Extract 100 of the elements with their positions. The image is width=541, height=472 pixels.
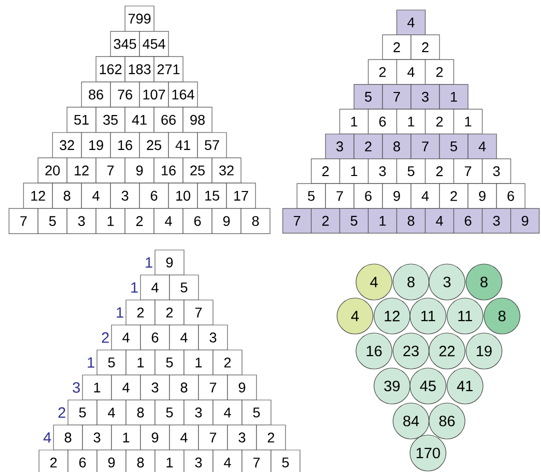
number-cell: 9 bbox=[382, 183, 412, 209]
number-cell: 6 bbox=[182, 208, 212, 234]
number-cell: 3 bbox=[66, 208, 96, 234]
number-cell: 5 bbox=[154, 400, 184, 426]
number-cell: 41 bbox=[124, 106, 154, 133]
number-cell: 2 bbox=[354, 134, 383, 160]
number-cell: 6 bbox=[354, 183, 383, 209]
number-cell: 1 bbox=[339, 158, 369, 184]
number-cell: 19 bbox=[81, 132, 111, 158]
number-cell: 5 bbox=[296, 183, 326, 209]
number-cell: 25 bbox=[182, 158, 212, 184]
number-cell: 5 bbox=[154, 350, 184, 376]
number-cell: 5 bbox=[339, 208, 369, 234]
number-cell: 8 bbox=[52, 182, 82, 209]
number-cell: 2 bbox=[126, 300, 156, 326]
number-cell: 10 bbox=[168, 182, 198, 209]
number-cell: 3 bbox=[82, 424, 112, 450]
number-cell: 3 bbox=[227, 424, 257, 450]
number-cell: 107 bbox=[139, 82, 169, 108]
number-cell: 4 bbox=[424, 208, 454, 234]
number-cell: 2 bbox=[424, 59, 454, 85]
number-cell: 9 bbox=[212, 208, 242, 234]
number-cell: 1 bbox=[396, 108, 426, 134]
side-number: 1 bbox=[88, 357, 94, 368]
number-cell: 3 bbox=[368, 158, 398, 184]
number-cell: 4 bbox=[212, 450, 242, 472]
number-cell: 6 bbox=[68, 450, 98, 472]
number-cell: 3 bbox=[140, 374, 170, 400]
number-cell: 2 bbox=[310, 208, 340, 234]
number-cell: 32 bbox=[52, 132, 82, 158]
number-cell: 1 bbox=[96, 208, 126, 234]
number-cell: 5 bbox=[242, 400, 272, 426]
number-cell: 2 bbox=[368, 59, 398, 85]
number-cell: 4 bbox=[396, 59, 426, 85]
number-cell: 7 bbox=[96, 158, 126, 184]
number-cell: 3 bbox=[184, 400, 214, 426]
number-cell: 6 bbox=[140, 324, 170, 350]
number-cell: 12 bbox=[66, 158, 96, 184]
number-cell: 1 bbox=[154, 450, 184, 472]
number-cell: 8 bbox=[240, 208, 270, 234]
side-number: 2 bbox=[102, 332, 109, 343]
number-cell: 1 bbox=[82, 374, 112, 400]
number-cell: 5 bbox=[270, 450, 300, 472]
number-cell: 3 bbox=[325, 134, 354, 160]
number-cell: 4 bbox=[154, 208, 184, 234]
number-cell: 5 bbox=[396, 158, 426, 184]
number-cell: 7 bbox=[8, 208, 38, 234]
number-cell: 6 bbox=[453, 208, 483, 234]
number-cell: 16 bbox=[110, 132, 140, 158]
number-cell: 5 bbox=[68, 400, 98, 426]
number-cell: 25 bbox=[139, 132, 169, 158]
number-cell: 2 bbox=[38, 450, 68, 472]
number-cell: 9 bbox=[140, 424, 170, 450]
number-cell: 3 bbox=[410, 84, 440, 110]
number-cell: 8 bbox=[396, 208, 426, 234]
number-cell: 3 bbox=[198, 324, 228, 350]
number-cell: 2 bbox=[124, 208, 154, 234]
number-cell: 7 bbox=[198, 424, 228, 450]
number-cell: 15 bbox=[197, 182, 227, 209]
number-cell: 57 bbox=[197, 132, 227, 158]
number-cell: 2 bbox=[154, 300, 184, 326]
number-cell: 4 bbox=[410, 183, 440, 209]
side-number: 1 bbox=[146, 257, 152, 268]
number-cell: 9 bbox=[510, 208, 540, 234]
number-cell: 6 bbox=[139, 182, 169, 209]
number-cell: 3 bbox=[482, 208, 512, 234]
number-cell: 2 bbox=[424, 108, 454, 134]
number-cell: 8 bbox=[53, 424, 83, 450]
number-cell: 799 bbox=[124, 6, 154, 32]
number-cell: 7 bbox=[242, 450, 272, 472]
number-cell: 1 bbox=[439, 84, 468, 110]
number-cell: 4 bbox=[169, 324, 199, 350]
number-cell: 1 bbox=[111, 424, 141, 450]
number-cell: 1 bbox=[453, 108, 483, 134]
number-cell: 2 bbox=[256, 424, 286, 450]
number-cell: 8 bbox=[126, 400, 156, 426]
number-cell: 16 bbox=[154, 158, 184, 184]
number-cell: 4 bbox=[96, 400, 126, 426]
number-cell: 8 bbox=[169, 374, 199, 400]
number-cell: 4 bbox=[81, 182, 111, 209]
side-number: 3 bbox=[72, 382, 80, 393]
number-cell: 66 bbox=[154, 106, 184, 133]
number-cell: 2 bbox=[212, 350, 242, 376]
number-cell: 7 bbox=[198, 374, 228, 400]
number-cell: 162 bbox=[96, 56, 126, 82]
number-cell: 32 bbox=[212, 158, 242, 184]
number-cell: 271 bbox=[154, 56, 184, 82]
number-cell: 7 bbox=[282, 208, 312, 234]
number-cell: 164 bbox=[168, 82, 198, 108]
number-cell: 8 bbox=[126, 450, 156, 472]
node-label: 170 bbox=[416, 448, 440, 458]
number-cell: 3 bbox=[482, 158, 512, 184]
number-cell: 7 bbox=[184, 300, 214, 326]
number-cell: 51 bbox=[66, 106, 96, 133]
number-cell: 7 bbox=[325, 183, 354, 209]
number-cell: 5 bbox=[169, 274, 199, 300]
number-cell: 4 bbox=[396, 10, 426, 36]
number-cell: 9 bbox=[124, 158, 154, 184]
number-cell: 183 bbox=[124, 56, 154, 82]
number-cell: 35 bbox=[96, 106, 126, 133]
